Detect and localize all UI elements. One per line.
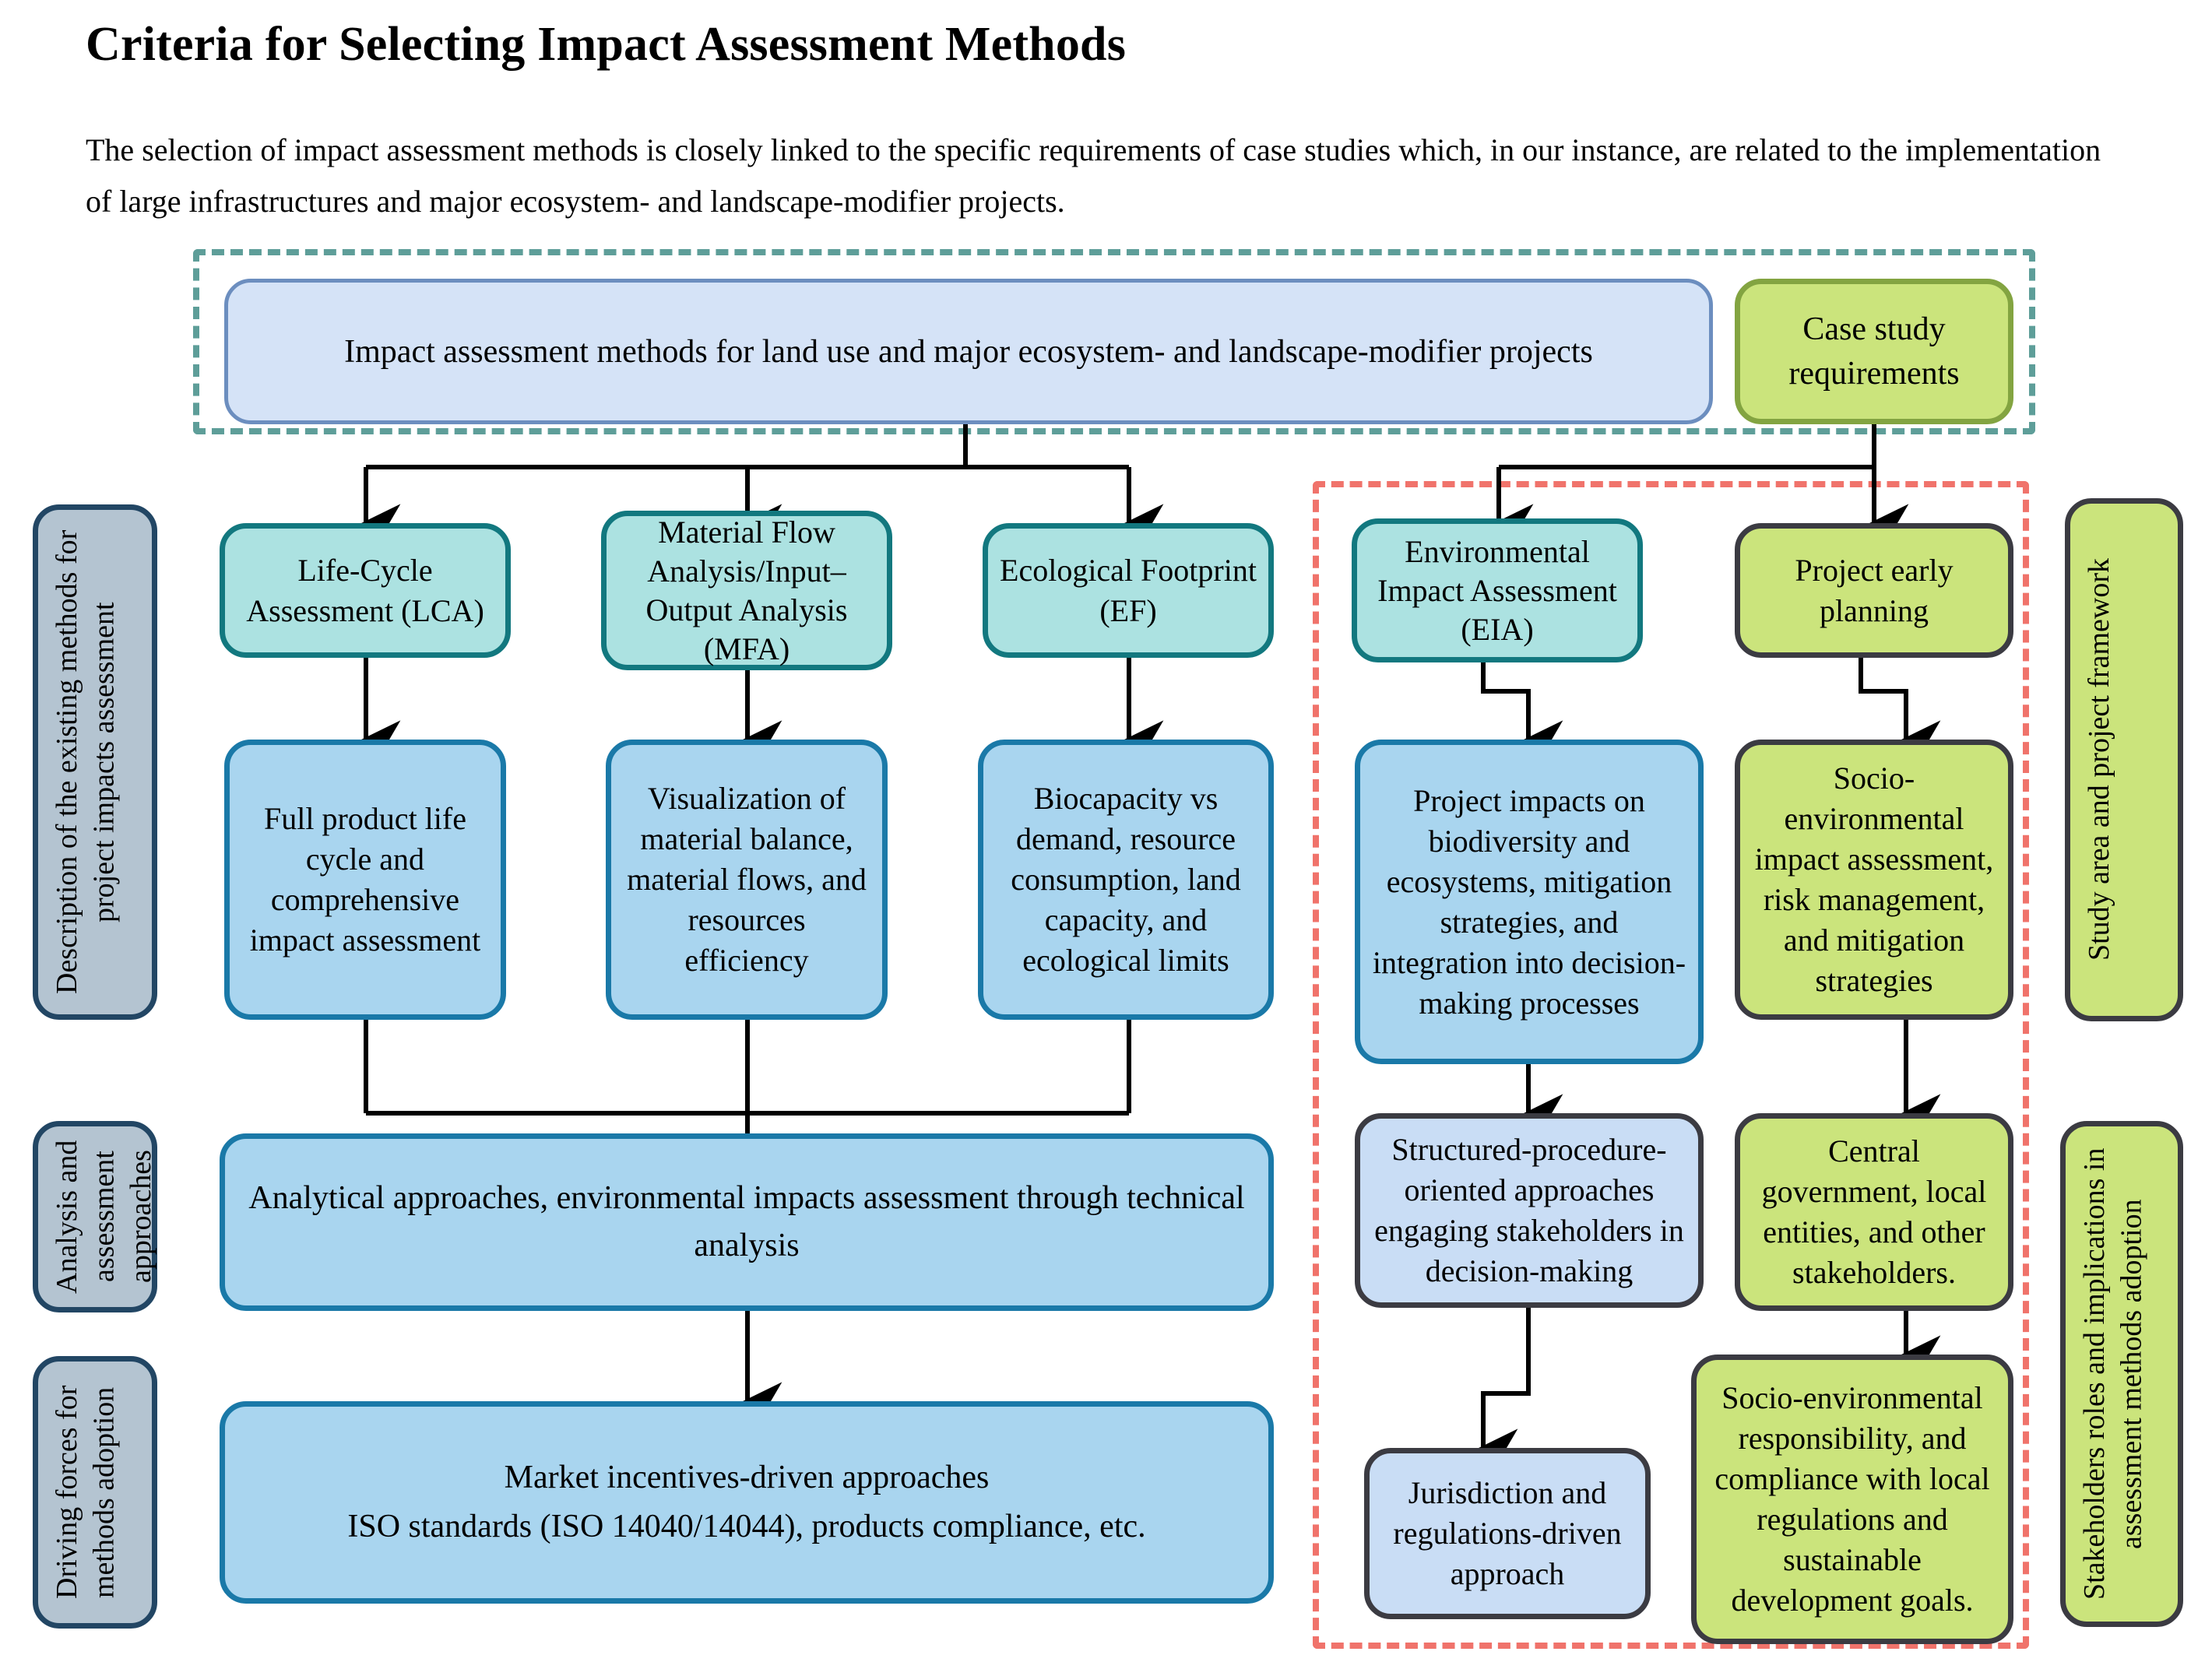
description-box-mfa[interactable]: Visualization of material balance, mater… — [606, 740, 888, 1020]
driver-label-market-line2: ISO standards (ISO 14040/14044), product… — [347, 1509, 1146, 1544]
description-box-socio-environmental[interactable]: Socio-environmental impact assessment, r… — [1735, 740, 2013, 1020]
red-dashed-group-boundary — [1313, 481, 2029, 1649]
header-case-study-label: Case study requirements — [1788, 311, 1960, 392]
method-box-ef[interactable]: Ecological Footprint (EF) — [983, 523, 1274, 658]
teal-dashed-group-boundary — [193, 249, 2035, 434]
driver-label-market: Market incentives-driven approaches ISO … — [236, 1453, 1257, 1551]
method-label-ef: Ecological Footprint (EF) — [1000, 552, 1257, 628]
approach-label-central-government: Central government, local entities, and … — [1761, 1133, 1987, 1290]
driver-label-socio-responsibility: Socio-environmental responsibility, and … — [1714, 1380, 1990, 1618]
description-label-eia: Project impacts on biodiversity and ecos… — [1372, 782, 1686, 1021]
approach-label-analytical: Analytical approaches, environmental imp… — [248, 1180, 1245, 1263]
description-label-ef: Biocapacity vs demand, resource consumpt… — [1011, 781, 1241, 978]
driver-label-market-line1: Market incentives-driven approaches — [504, 1460, 990, 1495]
intro-paragraph: The selection of impact assessment metho… — [86, 132, 2101, 219]
right-label-stakeholders-text: Stakeholders roles and implications in a… — [2078, 1147, 2148, 1601]
approach-box-central-government[interactable]: Central government, local entities, and … — [1735, 1113, 2013, 1311]
left-label-analysis-text: Analysis and assessment approaches — [51, 1140, 157, 1294]
driver-box-jurisdiction[interactable]: Jurisdiction and regulations-driven appr… — [1364, 1448, 1651, 1619]
driver-box-market[interactable]: Market incentives-driven approaches ISO … — [220, 1401, 1274, 1604]
method-box-mfa[interactable]: Material Flow Analysis/Input–Output Anal… — [601, 511, 892, 670]
right-label-study-area-text: Study area and project framework — [2083, 558, 2115, 961]
method-label-mfa: Material Flow Analysis/Input–Output Anal… — [645, 514, 848, 666]
right-label-study-area: Study area and project framework — [2065, 498, 2183, 1021]
description-label-socio-environmental: Socio-environmental impact assessment, r… — [1754, 761, 1994, 998]
method-box-project-early-planning[interactable]: Project early planning — [1735, 523, 2013, 658]
approach-box-structured[interactable]: Structured-procedure-oriented approaches… — [1355, 1113, 1704, 1308]
description-label-lca: Full product life cycle and comprehensiv… — [249, 801, 481, 958]
driver-label-jurisdiction: Jurisdiction and regulations-driven appr… — [1393, 1475, 1622, 1591]
method-label-lca: Life-Cycle Assessment (LCA) — [246, 552, 484, 628]
left-label-analysis: Analysis and assessment approaches — [33, 1121, 157, 1312]
approach-label-structured: Structured-procedure-oriented approaches… — [1374, 1132, 1684, 1288]
method-label-eia: Environmental Impact Assessment (EIA) — [1377, 533, 1617, 647]
header-case-study-box[interactable]: Case study requirements — [1735, 279, 2013, 424]
description-box-ef[interactable]: Biocapacity vs demand, resource consumpt… — [978, 740, 1274, 1020]
left-label-driving-forces: Driving forces for methods adoption — [33, 1356, 157, 1629]
page-title: Criteria for Selecting Impact Assessment… — [86, 18, 1127, 71]
method-box-lca[interactable]: Life-Cycle Assessment (LCA) — [220, 523, 511, 658]
left-label-description: Description of the existing methods for … — [33, 504, 157, 1020]
description-box-lca[interactable]: Full product life cycle and comprehensiv… — [224, 740, 506, 1020]
left-label-driving-forces-text: Driving forces for methods adoption — [51, 1385, 121, 1600]
header-methods-box[interactable]: Impact assessment methods for land use a… — [224, 279, 1713, 424]
right-label-stakeholders: Stakeholders roles and implications in a… — [2060, 1121, 2183, 1627]
header-methods-label: Impact assessment methods for land use a… — [344, 333, 1593, 370]
method-box-eia[interactable]: Environmental Impact Assessment (EIA) — [1352, 518, 1643, 662]
description-label-mfa: Visualization of material balance, mater… — [627, 781, 867, 978]
driver-box-socio-responsibility[interactable]: Socio-environmental responsibility, and … — [1691, 1355, 2013, 1644]
left-label-description-text: Description of the existing methods for … — [51, 529, 121, 995]
approach-box-analytical[interactable]: Analytical approaches, environmental imp… — [220, 1133, 1274, 1311]
description-box-eia[interactable]: Project impacts on biodiversity and ecos… — [1355, 740, 1704, 1064]
method-label-project-early-planning: Project early planning — [1795, 552, 1954, 628]
